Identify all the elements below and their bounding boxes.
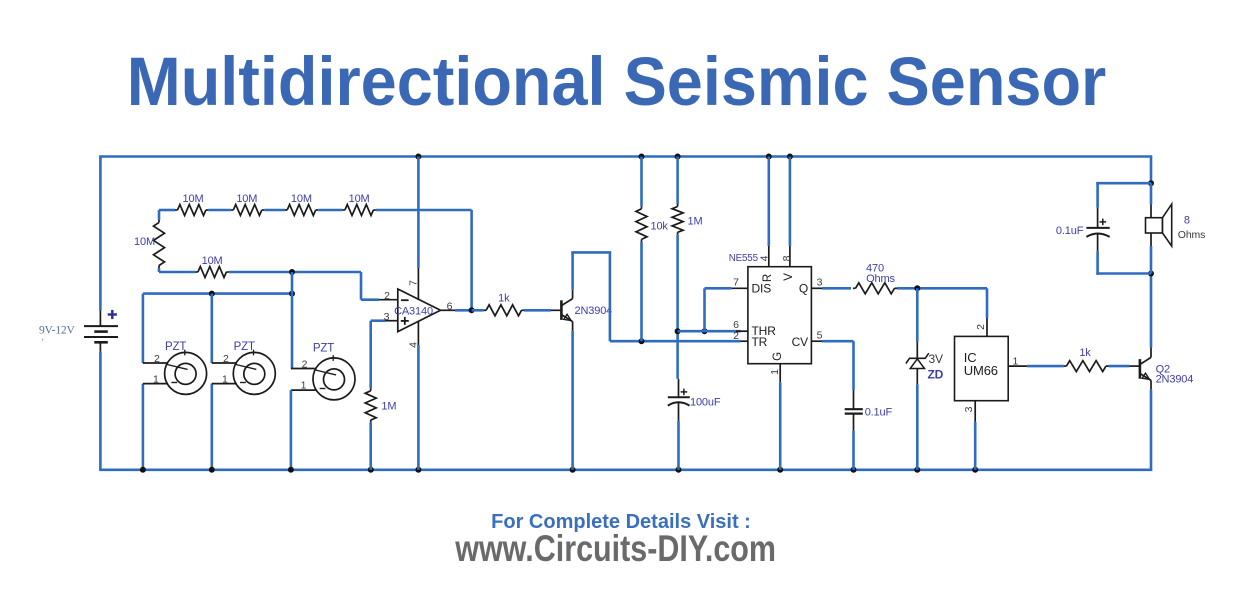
svg-text:THR: THR — [752, 324, 777, 338]
svg-text:6: 6 — [733, 319, 739, 331]
svg-text:1: 1 — [769, 369, 781, 375]
svg-text:G: G — [772, 352, 784, 361]
svg-text:2: 2 — [302, 359, 308, 371]
svg-text:0.1uF: 0.1uF — [865, 406, 893, 418]
svg-text:PZT: PZT — [234, 341, 255, 353]
svg-text:Ohms: Ohms — [866, 273, 895, 285]
svg-text:1k: 1k — [498, 293, 510, 305]
svg-text:,: , — [41, 329, 44, 343]
svg-text:0.1uF: 0.1uF — [1056, 225, 1084, 237]
svg-text:1M: 1M — [688, 216, 703, 228]
svg-text:10M: 10M — [134, 236, 155, 248]
svg-text:4: 4 — [408, 342, 420, 348]
svg-text:Q2: Q2 — [1156, 363, 1170, 375]
svg-text:10M: 10M — [183, 193, 204, 205]
svg-text:NE555: NE555 — [729, 253, 759, 264]
svg-text:4: 4 — [759, 255, 771, 261]
svg-text:3V: 3V — [929, 352, 944, 366]
svg-text:2: 2 — [975, 324, 987, 330]
svg-text:6: 6 — [447, 300, 453, 312]
svg-text:R: R — [762, 274, 774, 282]
svg-text:1M: 1M — [381, 401, 396, 413]
svg-text:3: 3 — [963, 406, 975, 412]
svg-text:UM66: UM66 — [964, 363, 998, 378]
svg-text:7: 7 — [733, 277, 739, 289]
svg-text:3: 3 — [817, 277, 823, 289]
svg-text:IC: IC — [964, 350, 977, 365]
svg-text:7: 7 — [408, 280, 420, 286]
svg-text:2: 2 — [154, 353, 160, 365]
svg-text:PZT: PZT — [313, 343, 334, 355]
svg-text:Ohms: Ohms — [1178, 229, 1205, 241]
svg-text:Q: Q — [799, 281, 808, 295]
svg-text:V: V — [783, 273, 795, 281]
svg-text:10M: 10M — [291, 193, 312, 205]
svg-text:100uF: 100uF — [690, 396, 721, 408]
svg-text:2: 2 — [733, 330, 739, 342]
svg-text:CA3140: CA3140 — [394, 306, 433, 318]
svg-text:1k: 1k — [1079, 347, 1091, 359]
svg-text:2N3904: 2N3904 — [1156, 373, 1194, 385]
svg-text:9V-12V: 9V-12V — [39, 324, 76, 336]
svg-text:ZD: ZD — [928, 367, 944, 381]
svg-text:1: 1 — [222, 374, 228, 386]
svg-text:10M: 10M — [236, 193, 257, 205]
svg-text:DIS: DIS — [752, 281, 772, 295]
svg-text:8: 8 — [1184, 215, 1190, 227]
svg-text:TR: TR — [752, 335, 768, 349]
svg-text:10k: 10k — [651, 220, 669, 232]
svg-text:2: 2 — [223, 353, 229, 365]
svg-text:PZT: PZT — [165, 341, 186, 353]
svg-text:8: 8 — [781, 255, 793, 261]
svg-text:CV: CV — [792, 335, 809, 349]
svg-text:5: 5 — [817, 329, 823, 341]
svg-text:10M: 10M — [202, 255, 223, 267]
svg-text:3: 3 — [384, 311, 390, 323]
svg-text:1: 1 — [1013, 355, 1019, 367]
svg-text:10M: 10M — [349, 193, 370, 205]
svg-text:2N3904: 2N3904 — [575, 305, 613, 317]
svg-text:470: 470 — [866, 263, 884, 275]
svg-text:1: 1 — [153, 374, 159, 386]
svg-text:1: 1 — [301, 379, 307, 391]
svg-text:2: 2 — [384, 290, 390, 302]
